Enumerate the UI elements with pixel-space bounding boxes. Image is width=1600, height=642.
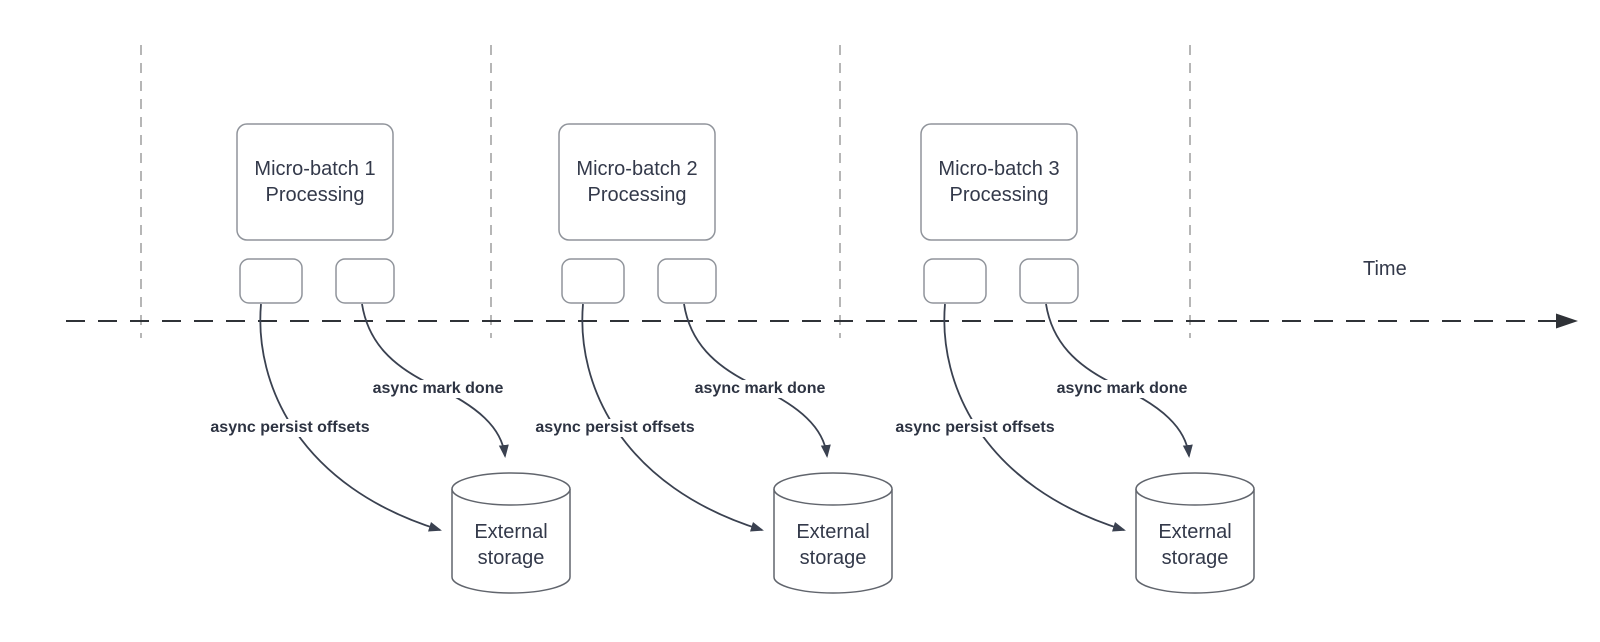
mark-done-label: async mark done bbox=[1053, 380, 1191, 398]
microbatch-box-label: Micro-batch 3 Processing bbox=[921, 124, 1077, 240]
microbatch-box-line2: Processing bbox=[949, 184, 1049, 206]
mark-done-label: async mark done bbox=[691, 380, 829, 398]
microbatch-box-label: Micro-batch 2 Processing bbox=[559, 124, 715, 240]
storage-cylinder-body bbox=[773, 489, 893, 594]
mark-done-task-box bbox=[335, 258, 395, 304]
persist-offsets-label: async persist offsets bbox=[532, 419, 698, 437]
microbatch-box-line1: Micro-batch 2 bbox=[576, 158, 698, 180]
storage-cylinder-body bbox=[451, 489, 571, 594]
time-axis-label: Time bbox=[1363, 258, 1407, 280]
microbatch-box-line1: Micro-batch 1 bbox=[254, 158, 376, 180]
cluster-microbatch-1 bbox=[236, 123, 571, 594]
microbatch-processing-box bbox=[920, 123, 1078, 241]
persist-offsets-arrow bbox=[581, 303, 764, 532]
external-storage-line1: External bbox=[474, 521, 548, 543]
microbatch-box-line2: Processing bbox=[265, 184, 365, 206]
time-axis-arrowhead-icon bbox=[1556, 313, 1578, 329]
persist-offsets-arrow bbox=[943, 303, 1126, 532]
storage-cylinder-top bbox=[1135, 472, 1255, 506]
external-storage-line1: External bbox=[1158, 521, 1232, 543]
external-storage-label: External storage bbox=[774, 505, 892, 585]
cluster-microbatch-2 bbox=[558, 123, 893, 594]
microbatch-processing-box bbox=[558, 123, 716, 241]
external-storage-line2: storage bbox=[799, 547, 867, 569]
persist-offsets-label: async persist offsets bbox=[892, 419, 1058, 437]
storage-cylinder-top bbox=[773, 472, 893, 506]
external-storage-label: External storage bbox=[1136, 505, 1254, 585]
persist-offsets-arrow bbox=[259, 303, 442, 532]
storage-cylinder-top bbox=[451, 472, 571, 506]
microbatch-processing-box bbox=[236, 123, 394, 241]
cluster-microbatch-3 bbox=[920, 123, 1255, 594]
external-storage-line2: storage bbox=[477, 547, 545, 569]
mark-done-task-box bbox=[1019, 258, 1079, 304]
mark-done-label: async mark done bbox=[369, 380, 507, 398]
external-storage-line2: storage bbox=[1161, 547, 1229, 569]
persist-offsets-label: async persist offsets bbox=[207, 419, 373, 437]
storage-cylinder-body bbox=[1135, 489, 1255, 594]
time-axis bbox=[66, 313, 1578, 329]
mark-done-task-box bbox=[657, 258, 717, 304]
microbatch-box-line2: Processing bbox=[587, 184, 687, 206]
microbatch-box-label: Micro-batch 1 Processing bbox=[237, 124, 393, 240]
external-storage-label: External storage bbox=[452, 505, 570, 585]
microbatch-box-line1: Micro-batch 3 bbox=[938, 158, 1060, 180]
persist-offsets-task-box bbox=[239, 258, 303, 304]
time-interval-gridlines bbox=[140, 45, 1191, 338]
persist-offsets-task-box bbox=[561, 258, 625, 304]
external-storage-line1: External bbox=[796, 521, 870, 543]
persist-offsets-task-box bbox=[923, 258, 987, 304]
